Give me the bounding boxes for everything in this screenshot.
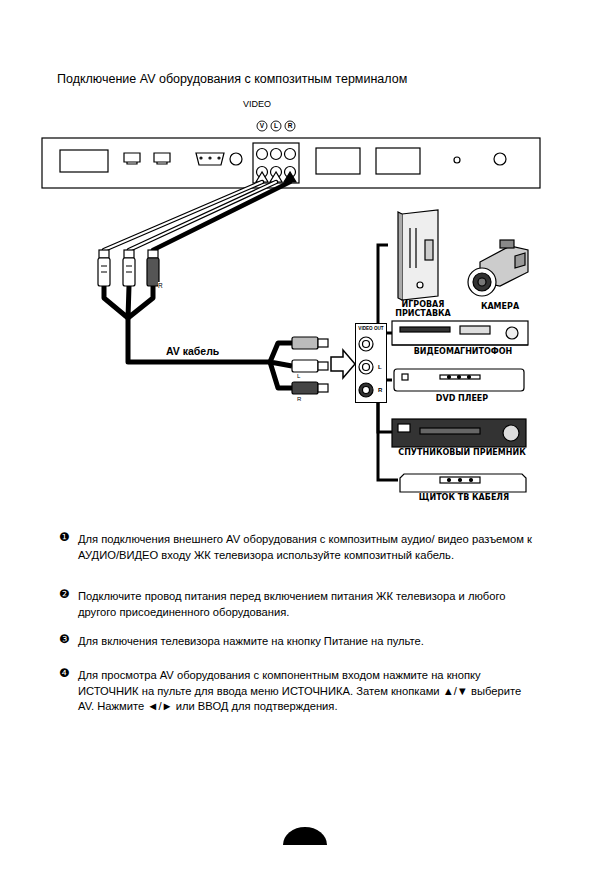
hollow-arrow xyxy=(331,350,355,378)
jack-group-label: VIDEO xyxy=(243,99,271,109)
cable-label: AV кабель xyxy=(166,345,219,357)
bracket-line xyxy=(387,332,392,335)
instruction-text: Для просмотра AV оборудования с компонен… xyxy=(78,668,533,715)
device-box: ИГРОВАЯ ПРИСТАВКА xyxy=(388,207,458,319)
jack-panel: VIDEO OUT L R xyxy=(355,323,387,403)
jack-label: VIDEO OUT xyxy=(356,327,386,332)
device-label: DVD ПЛЕЕР xyxy=(392,395,532,404)
device-box: КАМЕРА xyxy=(462,235,538,312)
jack-letter: V xyxy=(260,122,264,129)
bracket-line xyxy=(378,403,392,432)
bracket-line xyxy=(387,379,392,382)
instruction-text: Для включения телевизора нажмите на кноп… xyxy=(78,634,533,650)
jack-label: L xyxy=(378,364,382,370)
jack-label: R xyxy=(378,387,382,393)
device-label: СПУТНИКОВЫЙ ПРИЕМНИК xyxy=(392,449,532,458)
plug-letter: R xyxy=(297,396,301,403)
instruction-text: Подключите провод питания перед включени… xyxy=(78,589,533,620)
device-box: ЩИТОК ТВ КАБЕЛЯ xyxy=(398,468,530,503)
page-title: Подключение AV оборудования с композитны… xyxy=(57,72,407,86)
device-label: КАМЕРА xyxy=(462,303,538,312)
device-label: ИГРОВАЯ ПРИСТАВКА xyxy=(388,301,458,319)
plug-letter: L xyxy=(297,373,300,380)
jack-letter: L xyxy=(274,122,278,129)
bracket-line xyxy=(378,403,398,480)
device-label: ЩИТОК ТВ КАБЕЛЯ xyxy=(398,494,530,503)
device-box: ВИДЕОМАГНИТОФОН xyxy=(392,318,534,357)
jack-letter: R xyxy=(288,122,293,129)
page-marker xyxy=(283,827,327,845)
device-label: ВИДЕОМАГНИТОФОН xyxy=(392,348,534,357)
step-number: ❹ xyxy=(59,667,70,681)
device-box: DVD ПЛЕЕР xyxy=(392,366,532,404)
plug-letter: R xyxy=(158,282,163,289)
instruction-text: Для подключения внешнего AV оборудования… xyxy=(78,532,533,563)
step-number: ❷ xyxy=(59,588,70,602)
bracket-line xyxy=(378,245,388,323)
device-box: СПУТНИКОВЫЙ ПРИЕМНИК xyxy=(392,416,532,458)
step-number: ❸ xyxy=(59,633,70,647)
step-number: ❶ xyxy=(59,531,70,545)
